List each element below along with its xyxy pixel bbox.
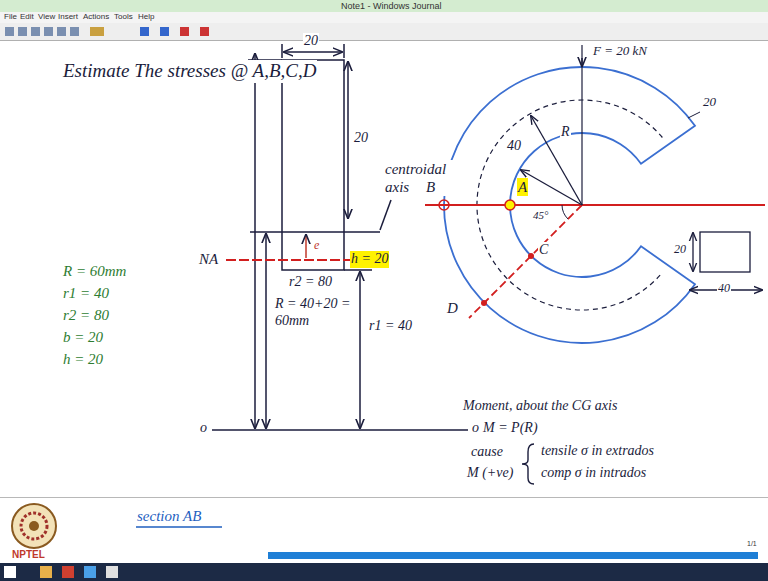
load-line [581,45,582,205]
note: M (+ve) [466,465,514,482]
axis-point: o [199,420,208,437]
height-dimension [347,62,349,218]
section-45-line [469,205,582,318]
menu-item: Help [137,12,155,22]
c-frame [425,45,765,343]
point-label: B [425,178,436,196]
dimension: 20 [702,94,717,110]
axis-of-curvature [212,429,468,431]
menu-bar [0,12,768,23]
inner-radius-arrow [521,170,582,205]
brace [522,444,534,484]
horizontal-section-line [425,204,765,206]
page-number: 1/1 [746,540,758,548]
underline [136,526,222,527]
menu-item: File [3,12,18,22]
angle-arc [562,205,568,219]
leader-line [380,200,391,230]
section-heading: section AB [136,507,202,525]
menu-item: Tools [113,12,134,22]
width-dimension [284,51,342,53]
load-label: F = 20 kN [592,43,648,59]
given-value: r1 = 40 [62,284,110,302]
centroidal-axis [250,231,380,233]
title-bar [0,0,768,12]
logo-text: NPTEL [11,549,46,561]
dimension: 40 [506,138,522,155]
menu-item: Insert [57,12,79,22]
page-title: Estimate The stresses @ A,B,C,D [62,60,317,83]
dimension: r1 = 40 [368,318,413,335]
dimension: R = 40+20 = 60mm [274,296,358,330]
menu-item: View [37,12,56,22]
angle-label: 45° [532,209,549,222]
note: Moment, about the CG axis [462,398,618,415]
note: tensile σ in extrados [540,443,655,460]
point-marker [528,253,534,259]
nptel-logo [12,504,56,548]
point-marker [481,300,487,306]
dimension: h = 20 [350,251,389,268]
note: cause [470,444,504,461]
radius-dimension [265,234,267,428]
dimension: 20 [353,130,369,147]
point-marker [439,200,449,210]
axis-point: o [471,420,480,437]
point-marker [505,200,515,210]
r2-dimension [254,54,256,428]
thickness-leader [688,112,700,118]
given-value: r2 = 80 [62,306,110,324]
given-value: b = 20 [62,328,104,346]
note: comp σ in intrados [540,465,647,482]
dimension: 40 [717,281,731,295]
given-value: h = 20 [62,350,104,368]
taskbar-icons [4,566,118,578]
note: M = P(R) [482,420,539,437]
point-label: A [517,178,528,196]
toolbar-border [0,40,768,41]
given-value: R = 60mm [62,262,127,280]
radius-label: R [560,124,571,141]
menu-item: Edit [19,12,35,22]
taskbar [0,563,768,581]
scrollbar [268,552,758,559]
toolbar-icons [5,27,209,36]
eccentricity-arrow [305,235,307,258]
window-title: Note1 - Windows Journal [340,1,443,12]
load-arrow [581,58,583,66]
menu-item: Actions [82,12,110,22]
r1-dimension [359,272,361,428]
point-label: C [538,242,549,259]
radius-arrow [531,116,582,205]
toolbar [0,23,768,40]
dimension: 20 [673,242,687,256]
cross-section [212,44,468,430]
dimension: 20 [303,33,319,50]
point-label: D [446,299,459,317]
page-separator [0,497,768,498]
eccentricity-label: e [313,238,320,252]
dimension: r2 = 80 [288,274,333,291]
section-rectangle [282,60,344,270]
axis-label: NA [198,250,219,268]
